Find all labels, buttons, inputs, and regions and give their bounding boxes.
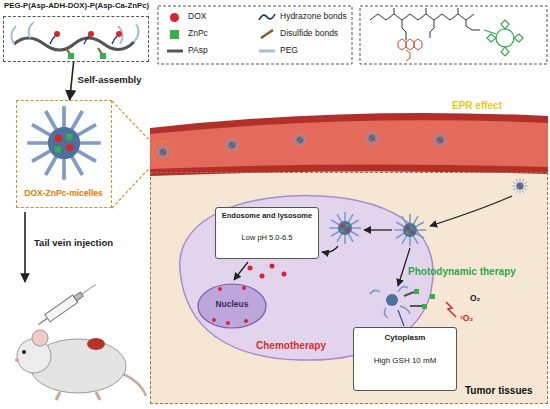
node-title: Cytoplasm — [356, 333, 454, 342]
blood-vessel — [150, 113, 548, 194]
legend-text: Hydrazone bonds — [280, 12, 347, 22]
step-label: Tail vein injection — [34, 238, 113, 249]
disassembled-micelle — [370, 287, 456, 318]
node-title: PEG-P(Asp-ADH-DOX)-P(Asp-Ca-ZnPc) — [4, 2, 164, 11]
node-note: Low pH 5.0-6.5 — [218, 234, 316, 243]
leader-line — [398, 310, 404, 326]
released-dox — [248, 264, 287, 279]
legend-swatch — [170, 13, 179, 22]
effect-label: EPR effect — [452, 100, 502, 112]
polymer-drawing — [11, 22, 138, 59]
micelle-drawing — [329, 212, 361, 244]
legend-swatch — [170, 30, 179, 39]
pasp-sample — [166, 46, 184, 57]
legend-line — [259, 50, 275, 53]
nucleus-dox — [212, 286, 248, 325]
nucleus-ellipse: Nucleus — [197, 283, 267, 329]
tumor-background — [150, 172, 548, 404]
polymer-box: PEG-P(Asp-ADH-DOX)-P(Asp-Ca-ZnPc) — [3, 16, 149, 62]
legend-text: ZnPc — [188, 29, 208, 39]
flow-arrow — [70, 62, 74, 100]
chemical-structure — [360, 6, 547, 64]
cytoplasm-box: CytoplasmHigh GSH 10 mM — [353, 327, 457, 391]
legend-frame — [158, 6, 352, 64]
node-title: Endosome and lysosome — [218, 212, 316, 221]
legend-text: PEG — [280, 46, 298, 56]
edge-label: Self-assembly — [78, 75, 142, 86]
node-note: High GSH 10 mM — [356, 356, 454, 365]
injection-arrow — [24, 212, 26, 282]
node-title: DOX-ZnPc-micelles — [17, 189, 110, 199]
micelle-drawing — [27, 106, 101, 180]
legend-text: DOX — [188, 12, 206, 22]
tumor-region: Tumor tissues Endosome and lysosomeLow pH… — [150, 172, 548, 404]
legend-line — [167, 50, 183, 53]
legend-line — [259, 14, 275, 20]
hydrazone-sample — [258, 12, 276, 23]
micelle-drawing — [394, 214, 426, 246]
legend-text: PAsp — [188, 46, 208, 56]
nucleus-shape — [198, 284, 266, 328]
legend-line — [261, 30, 273, 38]
legend-text: Disulfide bonds — [280, 29, 338, 39]
peg-sample — [258, 46, 276, 57]
node-title: Tumor tissues — [465, 385, 547, 397]
micelle-box: DOX-ZnPc-micelles — [16, 100, 112, 208]
endosome-box: Endosome and lysosomeLow pH 5.0-6.5 — [215, 207, 319, 259]
node-title: Nucleus — [197, 300, 267, 310]
disulfide-sample — [258, 29, 276, 40]
mouse-drawing — [15, 281, 146, 400]
